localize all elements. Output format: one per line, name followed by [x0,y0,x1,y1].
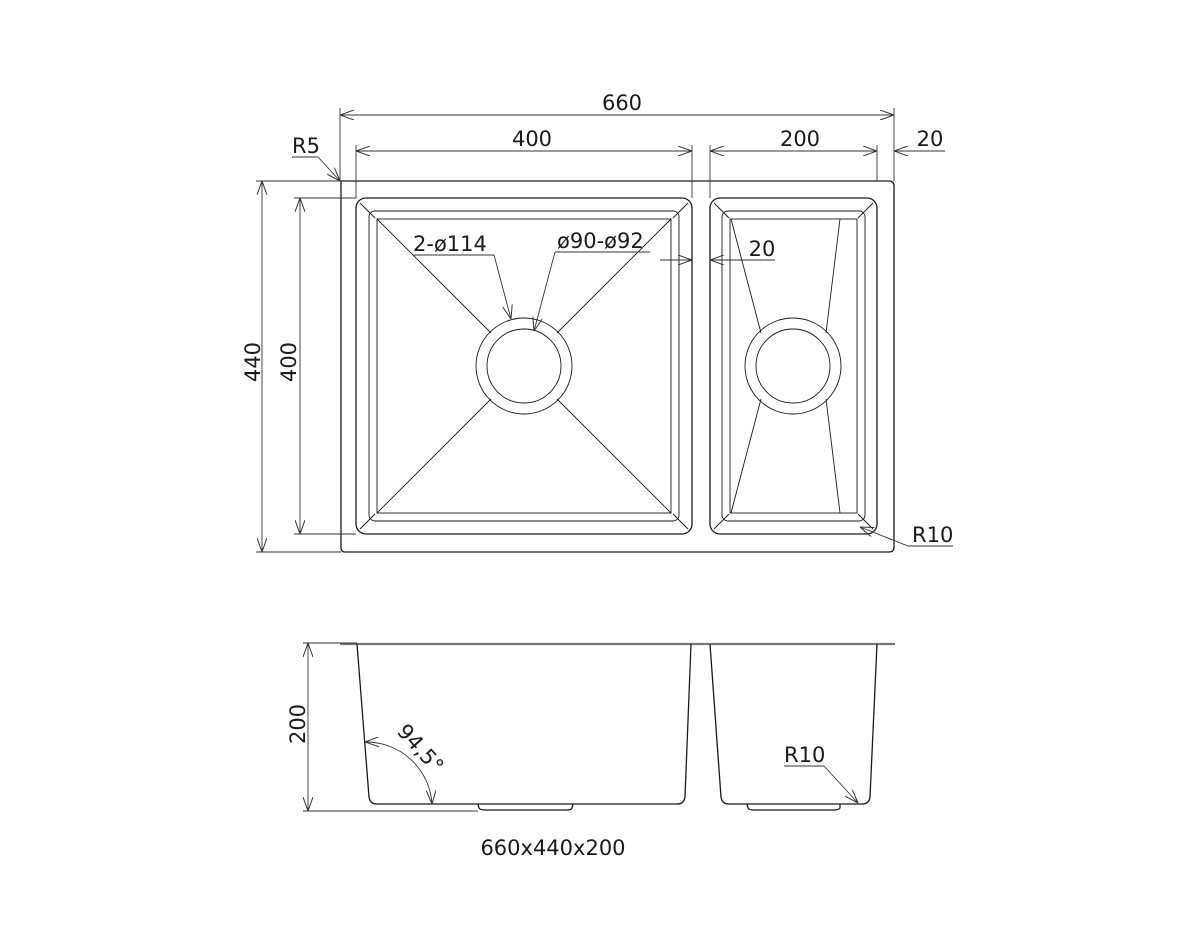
small-drain-outer [744,317,842,415]
side-view: 200 94,5° R10 [286,642,895,812]
callout-drain-114: 2-ø114 [413,232,511,319]
small-bowl-profile [709,643,878,805]
small-bowl [709,197,878,535]
callout-r10-side: R10 [784,743,858,803]
dim-bowl-depth: 400 [277,197,356,535]
callout-r5: R5 [292,134,340,181]
main-drain-inner [486,328,562,404]
top-view: 660 400 200 20 20 [241,91,953,553]
outer-flange [340,180,895,553]
label-d90-d92: ø90-ø92 [557,229,644,253]
size-caption: 660x440x200 [480,836,625,860]
main-drain-profile [477,803,574,811]
dim-overall-width: 660 [339,91,895,181]
dim-main-bowl-width: 400 [355,127,693,198]
label-200-width: 200 [780,127,820,151]
dim-height: 200 [286,642,478,812]
callout-r10-top: R10 [860,523,953,547]
dim-small-bowl-width: 200 [709,127,878,198]
label-400-width: 400 [512,127,552,151]
small-drain-inner [755,328,831,404]
dim-right-edge: 20 [894,127,945,151]
label-440: 440 [241,342,265,382]
dim-divider: 20 [660,237,775,261]
small-drain-profile [746,803,841,811]
label-400-depth: 400 [277,342,301,382]
dim-angle: 94,5° [365,719,448,804]
label-2-d114: 2-ø114 [413,232,487,256]
label-20-edge: 20 [917,127,944,151]
label-r10-side: R10 [784,743,825,767]
label-r10-top: R10 [912,523,953,547]
main-drain-outer [475,317,573,415]
main-bowl [355,197,693,535]
label-200-height: 200 [286,704,310,744]
label-660: 660 [602,91,642,115]
label-r5: R5 [292,134,320,158]
dim-overall-depth: 440 [241,180,341,553]
label-angle: 94,5° [392,719,448,778]
callout-drain-90: ø90-ø92 [534,229,650,331]
label-20-divider: 20 [749,237,776,261]
